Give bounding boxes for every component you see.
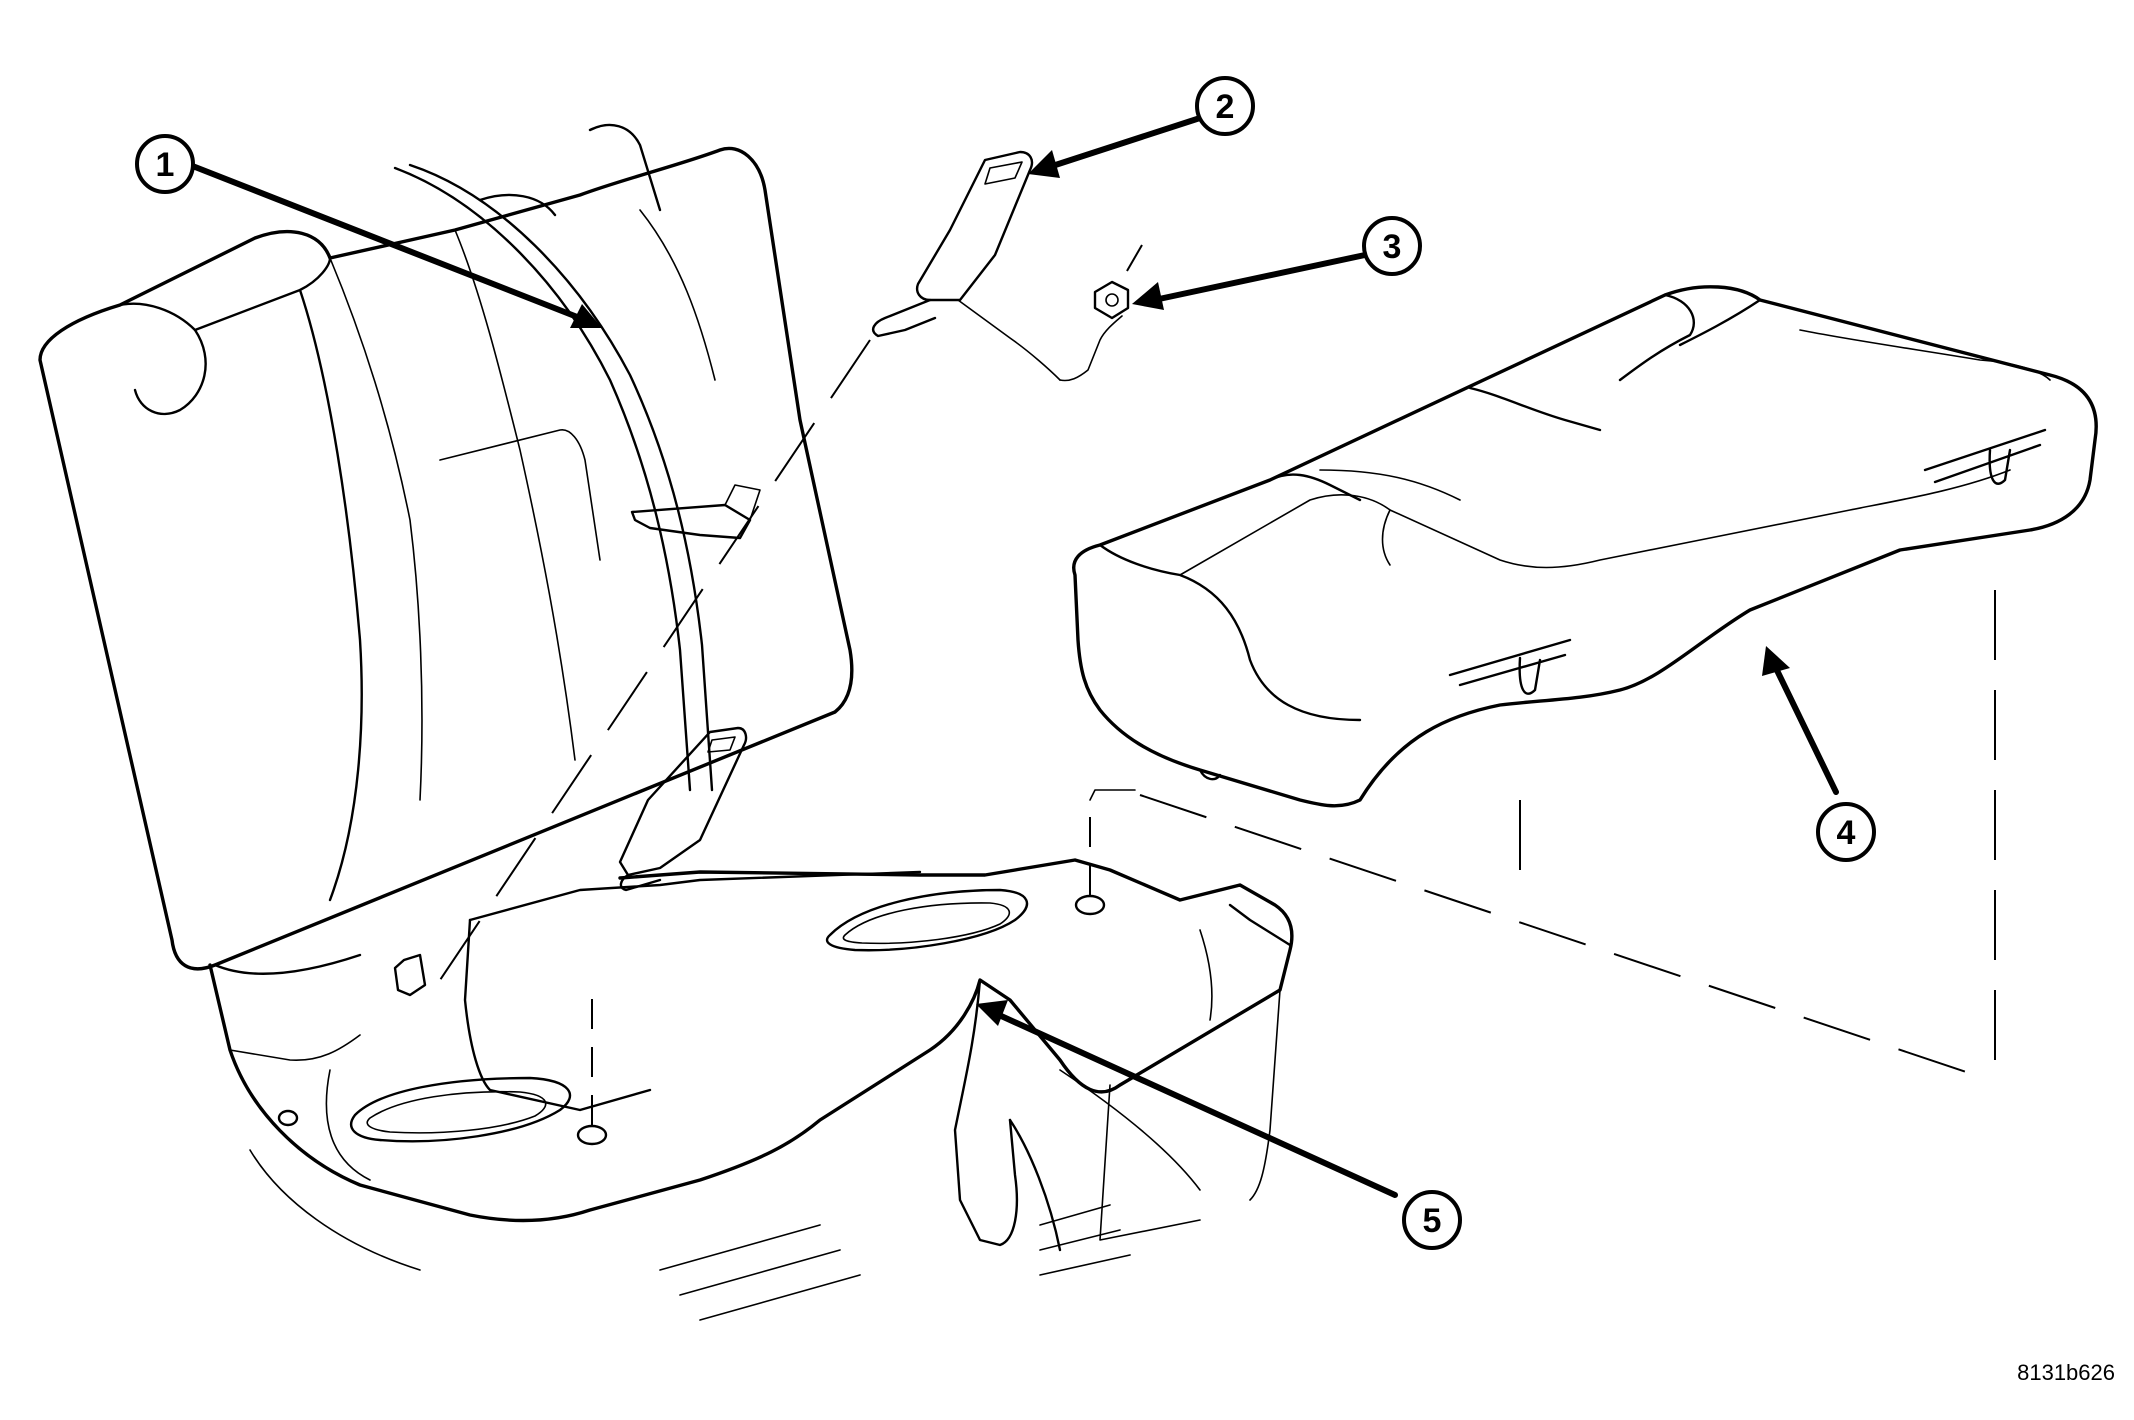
figure-id: 8131b626: [2017, 1360, 2115, 1385]
callout-5-label: 5: [1423, 1202, 1442, 1240]
callout-1-label: 1: [156, 146, 175, 184]
floor-pan: [208, 858, 1294, 1321]
seat-belt-buckle-upper: [871, 150, 1123, 382]
callout-3: 3: [1362, 216, 1422, 276]
callout-2: 2: [1195, 76, 1255, 136]
buckle-alignment-line: [439, 339, 871, 981]
callout-2-label: 2: [1216, 88, 1235, 126]
callout-3-label: 3: [1383, 228, 1402, 266]
callout-4: 4: [1816, 802, 1876, 862]
anchor-nut: [1093, 244, 1143, 320]
callout-1: 1: [135, 134, 195, 194]
seat-back: [38, 123, 854, 975]
callout-5: 5: [1402, 1190, 1462, 1250]
callout-leaders: [187, 115, 1839, 1198]
callout-4-label: 4: [1837, 814, 1856, 852]
seat-cushion: [1072, 285, 2098, 808]
cushion-alignment-lines: [591, 560, 1996, 1125]
